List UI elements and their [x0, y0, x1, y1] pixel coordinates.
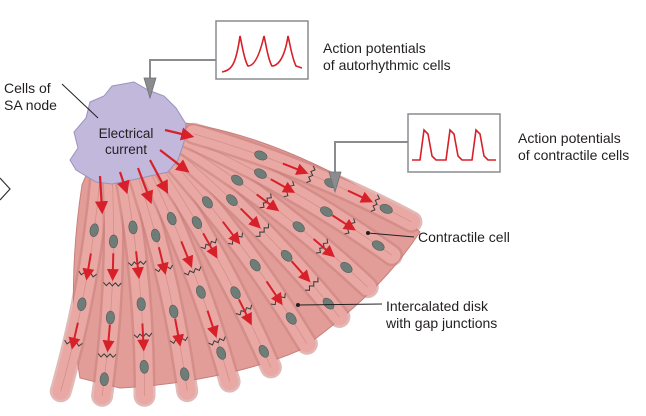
current-arrow: [180, 241, 194, 269]
current-arrow: [290, 260, 311, 283]
nucleus: [166, 212, 177, 226]
electrical-current-line2: current: [104, 142, 148, 157]
current-arrow: [172, 318, 185, 347]
nucleus: [379, 204, 393, 214]
intercalated-disk: [305, 277, 319, 291]
nucleus: [254, 168, 267, 179]
contractile-pointer-line: [334, 141, 408, 180]
current-arrow: [106, 253, 119, 282]
nucleus: [258, 344, 269, 358]
intercalated-disk: [306, 165, 316, 184]
nucleus: [292, 221, 305, 233]
intercalated-disk-label: Intercalated disk with gap junctions: [386, 298, 497, 332]
electrical-current-line1: Electrical: [98, 126, 154, 141]
current-arrow: [282, 162, 309, 175]
sa-node-cells: [69, 81, 187, 185]
autorhythmic-ap-label: Action potentials of autorhythmic cells: [323, 40, 451, 74]
chevron-right-icon: [0, 177, 11, 201]
intercalated-disk: [97, 353, 117, 359]
current-arrow: [347, 189, 373, 203]
nucleus: [254, 150, 268, 161]
current-arrow: [270, 178, 296, 193]
sa-node-label-line1: Cells of: [4, 80, 51, 96]
current-arrow: [82, 253, 95, 281]
nucleus: [340, 262, 353, 273]
current-arrow: [256, 193, 280, 212]
sa-node-leader: [61, 83, 99, 119]
current-arrow: [265, 280, 283, 306]
nuclei: [77, 150, 393, 386]
sa-node-label-line2: SA node: [4, 97, 57, 113]
intercalated-disk-leader: [297, 303, 383, 306]
nucleus: [201, 196, 213, 209]
nucleus: [128, 220, 138, 235]
nucleus: [216, 346, 227, 360]
nucleus: [180, 367, 190, 381]
nucleus: [89, 223, 99, 237]
nucleus: [280, 250, 293, 262]
nucleus: [230, 286, 241, 300]
autorhythmic-pointer-arrow: [143, 77, 157, 100]
current-arrow: [312, 238, 335, 258]
nucleus: [285, 312, 297, 325]
current-arrow: [239, 207, 261, 229]
nucleus: [231, 174, 244, 186]
nucleus: [108, 234, 119, 249]
current-arrow: [131, 251, 144, 280]
intercalated-disk-label-line1: Intercalated disk: [386, 298, 488, 314]
contractile-ap-trace: [412, 128, 496, 161]
intercalated-disk: [370, 194, 381, 212]
contractile-cell-label: Contractile cell: [418, 229, 510, 246]
autorhythmic-ap-label-line1: Action potentials: [323, 40, 426, 56]
current-arrow: [222, 221, 241, 245]
current-arrow: [102, 324, 115, 353]
autorhythmic-pointer-line: [149, 59, 216, 88]
contractile-ap-inset: [328, 113, 501, 194]
intercalated-disk-leader-dot: [296, 303, 300, 307]
nucleus: [99, 372, 109, 386]
nucleus: [322, 297, 335, 310]
contractile-cell-leader: [367, 232, 415, 238]
nucleus: [196, 285, 206, 299]
contractile-ap-box: [407, 113, 501, 173]
nucleus: [249, 259, 261, 272]
nucleus: [139, 360, 149, 374]
nucleus: [191, 216, 203, 229]
nucleus: [77, 297, 87, 312]
contractile-cell-leader-dot: [366, 231, 370, 235]
contractile-cell-label-text: Contractile cell: [418, 229, 510, 245]
autorhythmic-ap-inset: [143, 20, 309, 100]
current-arrows: [68, 162, 373, 353]
sa-node-arrows: [94, 127, 195, 215]
nucleus: [371, 240, 385, 251]
current-arrow: [156, 247, 169, 275]
current-arrow: [206, 310, 219, 338]
nucleus: [136, 297, 146, 311]
contractile-pointer-arrow: [328, 171, 342, 194]
intercalated-disk: [103, 281, 122, 287]
nucleus: [169, 304, 179, 319]
contractile-ap-label-line1: Action potentials: [518, 130, 621, 146]
intercalated-disk: [255, 223, 270, 237]
current-arrow: [68, 322, 81, 350]
intercalated-disk: [183, 266, 202, 276]
current-arrow: [238, 298, 252, 326]
nucleus: [151, 228, 161, 243]
current-arrow: [331, 214, 356, 231]
nucleus: [226, 194, 238, 206]
autorhythmic-ap-trace: [221, 35, 303, 73]
contractile-ap-label-line2: of contractile cells: [518, 147, 630, 163]
current-arrow: [202, 232, 218, 259]
contractile-ap-label: Action potentials of contractile cells: [518, 130, 629, 164]
current-arrow: [137, 323, 150, 352]
intercalated-disk: [208, 336, 226, 346]
nucleus: [105, 310, 115, 325]
autorhythmic-ap-label-line2: of autorhythmic cells: [323, 57, 451, 73]
autorhythmic-ap-box: [215, 20, 309, 80]
sa-node-label: Cells of SA node: [4, 80, 57, 114]
intercalated-disk-label-line2: with gap junctions: [386, 315, 498, 331]
electrical-current-label: Electrical current: [92, 126, 160, 158]
nucleus: [320, 206, 333, 217]
